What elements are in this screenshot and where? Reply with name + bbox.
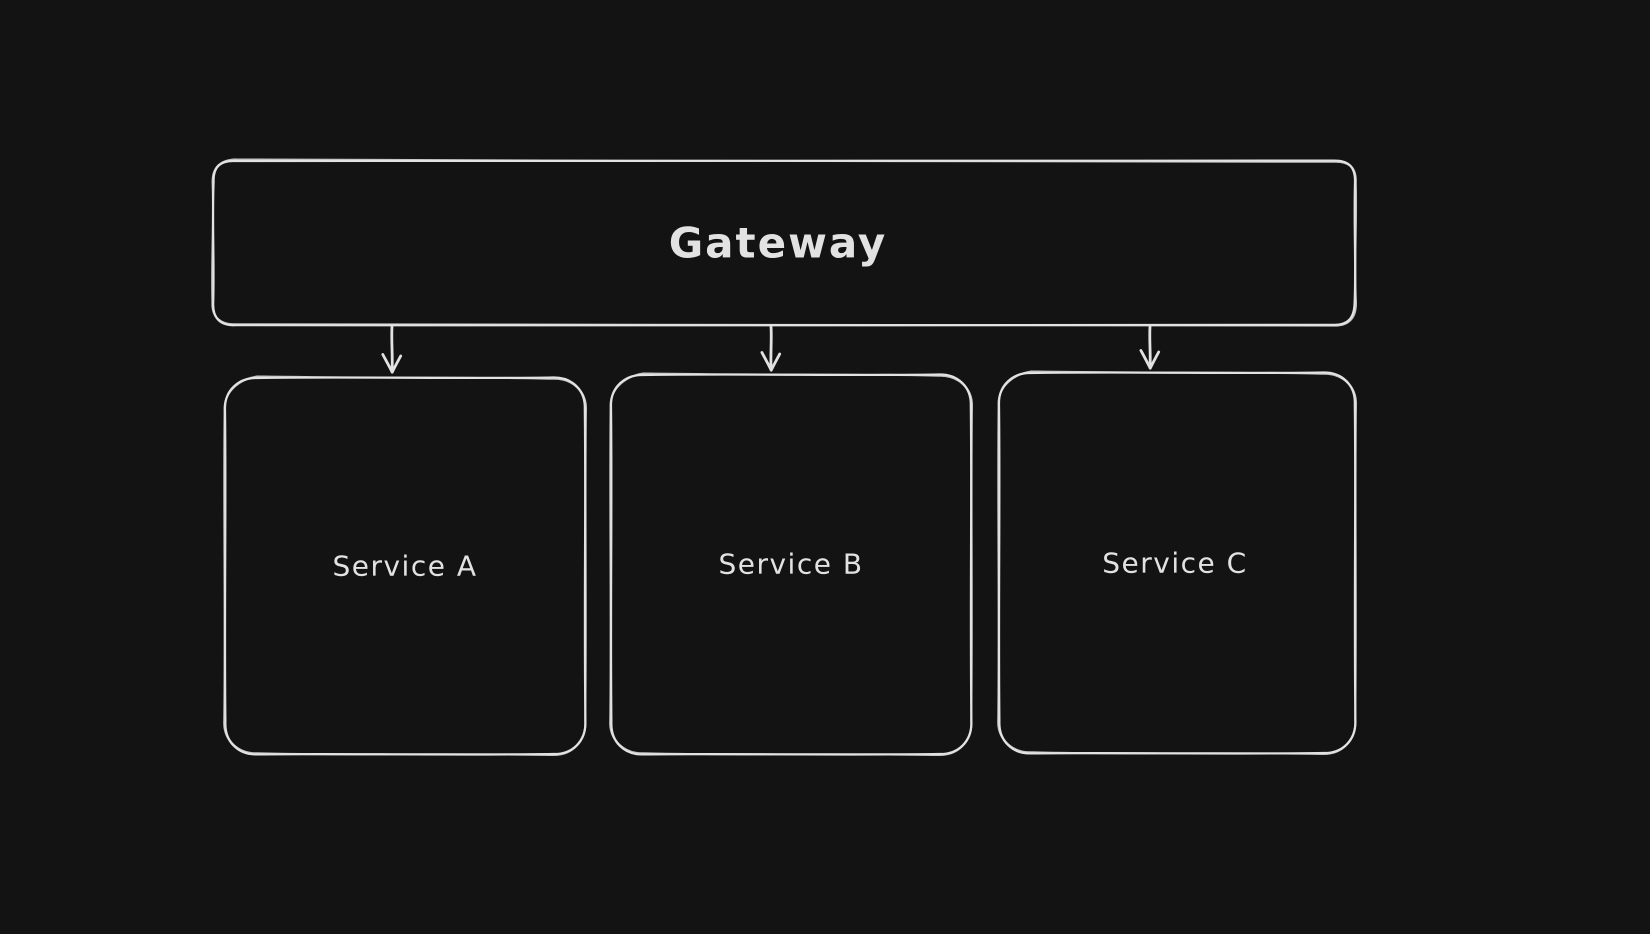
arrowhead-down-icon — [381, 353, 403, 374]
node-service-b-outline-2 — [609, 372, 974, 757]
edge-shaft — [390, 325, 394, 373]
node-service-c-label: Service C — [1102, 547, 1247, 580]
node-service-a[interactable]: Service A — [223, 375, 588, 757]
arrowhead-down-icon — [1139, 349, 1161, 370]
node-service-a-label: Service A — [332, 550, 477, 583]
edge-gateway-to-service-b[interactable] — [760, 325, 782, 372]
node-service-b-label: Service B — [718, 548, 863, 581]
node-gateway-outline-2 — [211, 158, 1358, 327]
arrowhead-down-icon — [760, 351, 782, 372]
node-service-c[interactable]: Service C — [997, 370, 1358, 756]
edge-gateway-to-service-a[interactable] — [381, 325, 403, 374]
node-service-a-outline-2 — [223, 375, 588, 757]
node-service-b[interactable]: Service B — [609, 372, 974, 757]
node-gateway-label: Gateway — [669, 219, 888, 268]
node-service-c-outline-2 — [997, 370, 1358, 756]
edge-gateway-to-service-c[interactable] — [1139, 325, 1161, 370]
node-gateway[interactable]: Gateway — [211, 158, 1358, 327]
